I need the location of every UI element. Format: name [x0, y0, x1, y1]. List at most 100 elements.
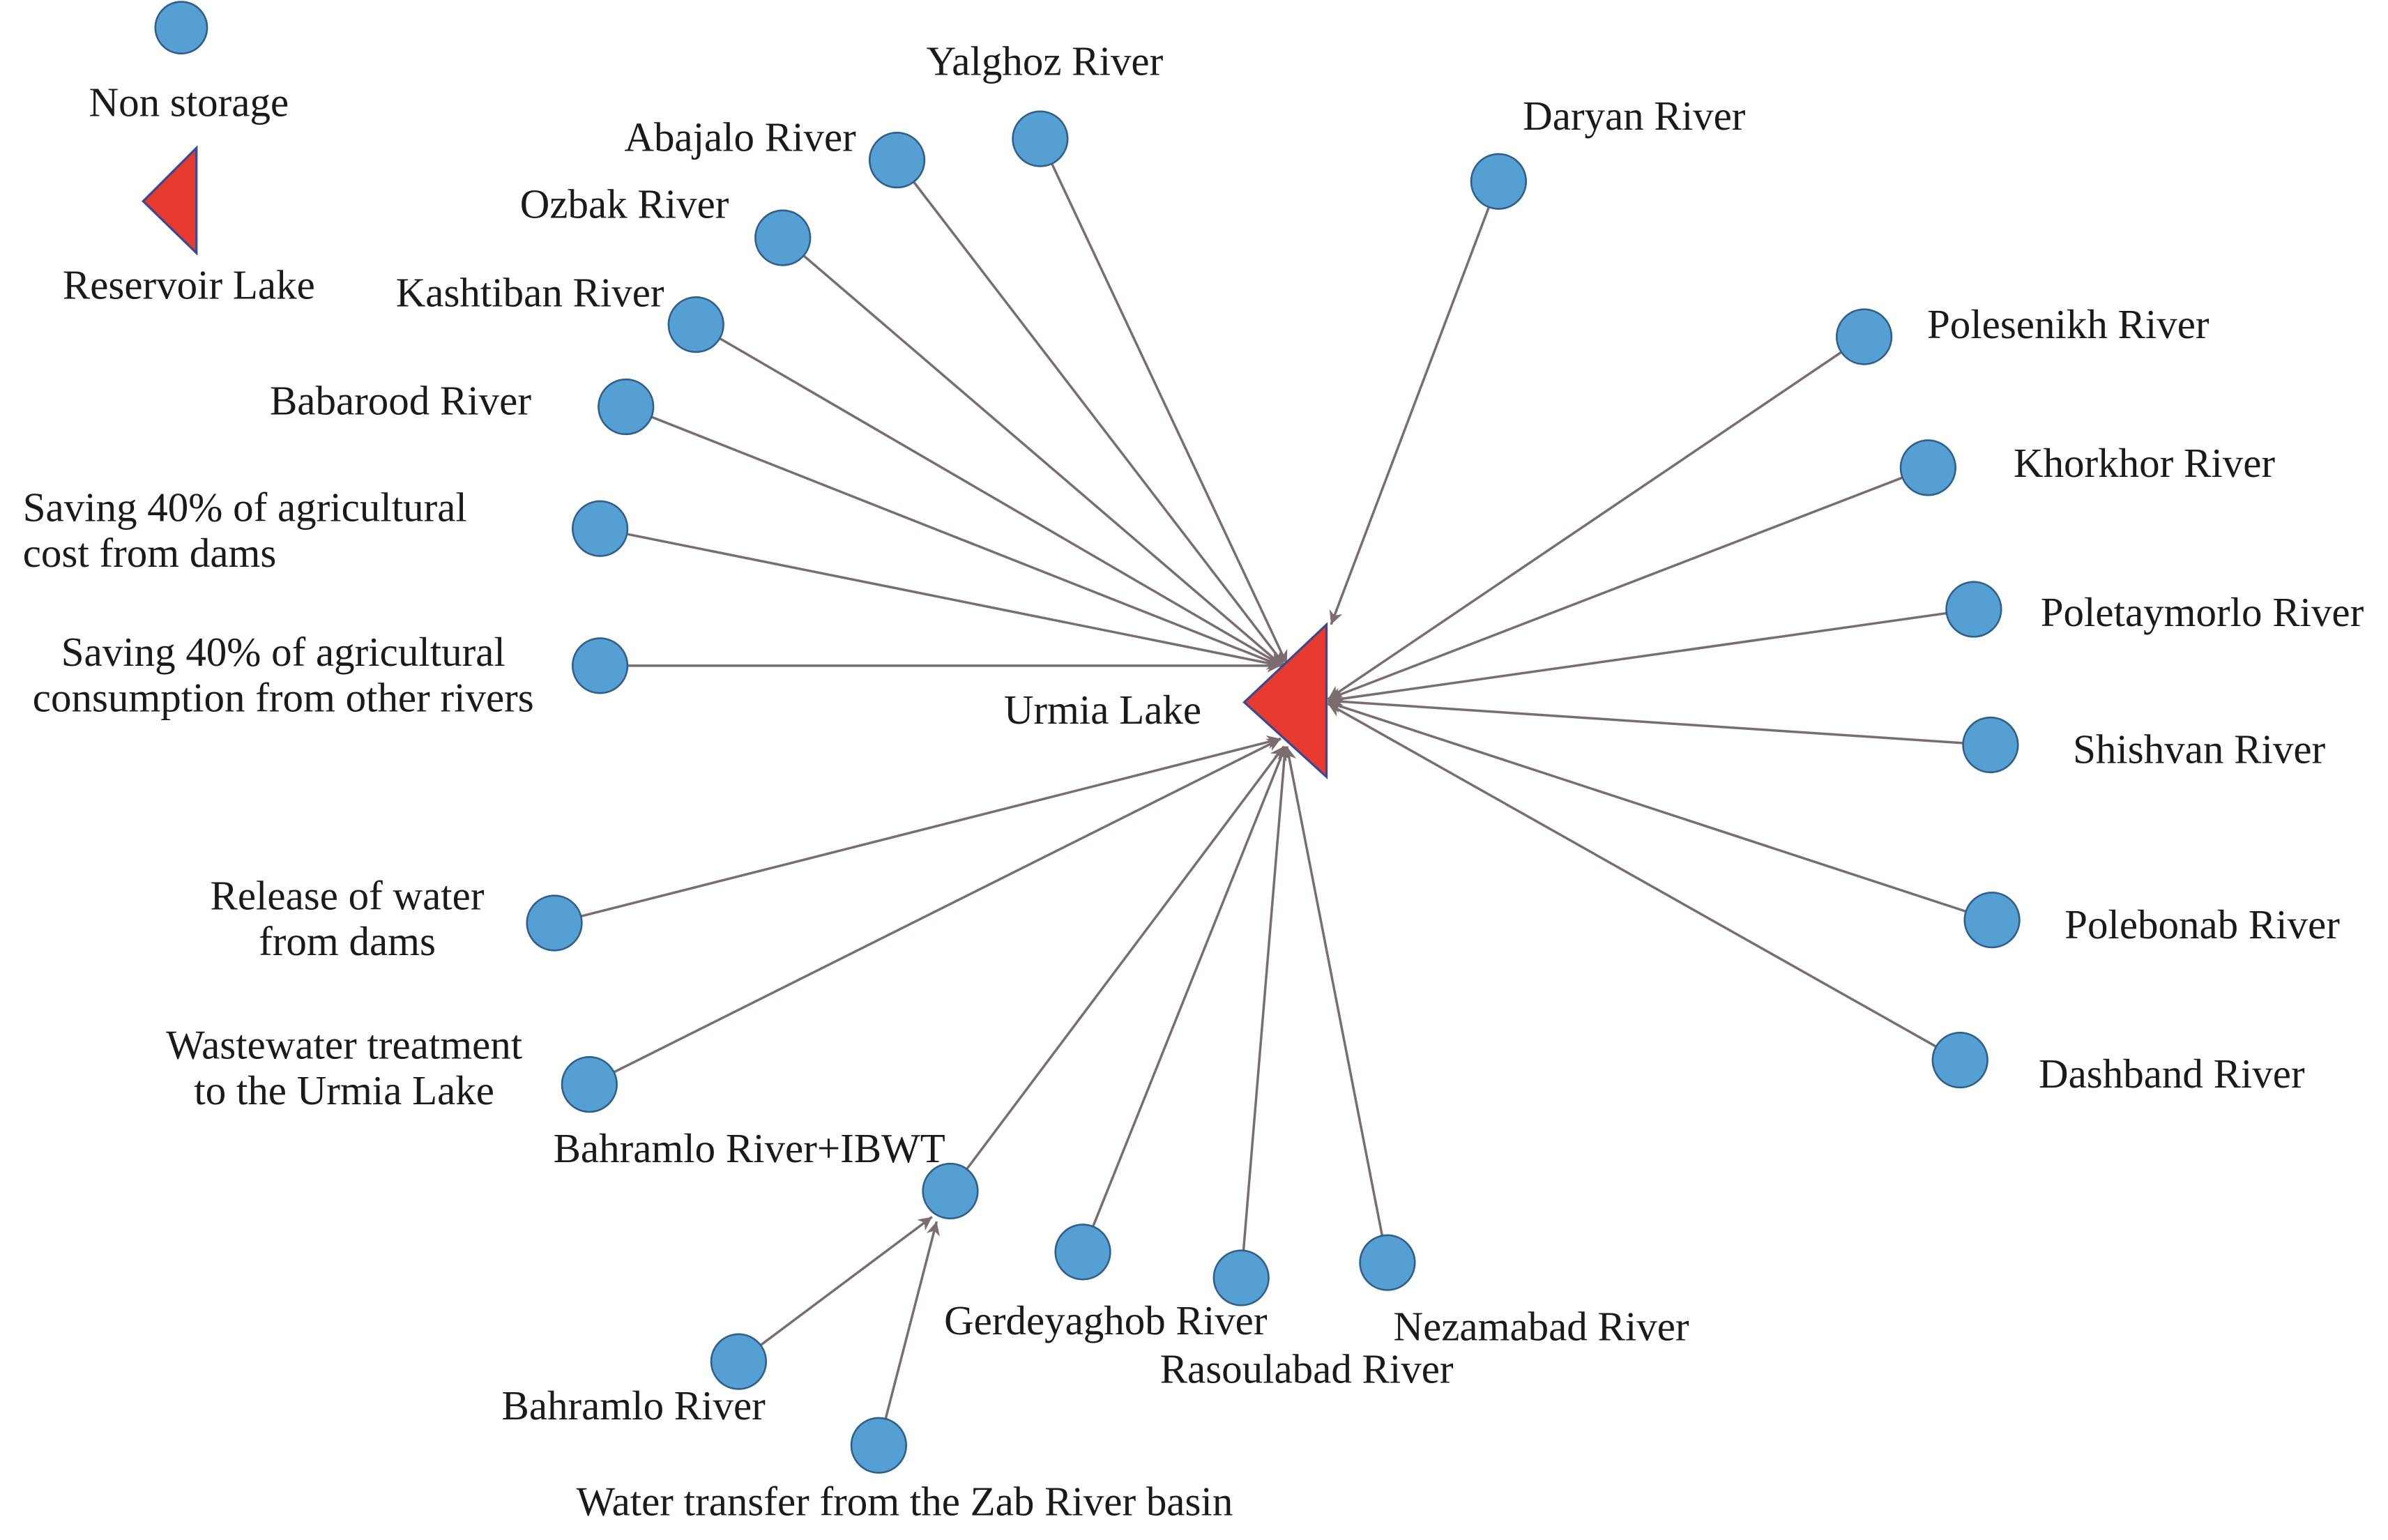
non-storage-node-icon — [1054, 1223, 1111, 1281]
node-polesenikh[interactable]: Polesenikh River — [1835, 301, 2210, 365]
non-storage-node-icon — [1835, 308, 1893, 365]
non-storage-node-icon — [561, 1055, 618, 1113]
non-storage-node-icon — [850, 1417, 907, 1474]
non-storage-node-icon — [571, 500, 629, 557]
node-label: Bahramlo River+IBWT — [554, 1125, 945, 1171]
edge-saving_cost-to-urmia — [626, 533, 1282, 670]
edge-wastewater-to-urmia — [613, 738, 1282, 1074]
non-storage-node-icon — [1962, 716, 2019, 774]
node-khorkhor[interactable]: Khorkhor River — [1899, 439, 2275, 496]
node-label: cost from dams — [23, 530, 277, 576]
node-ozbak[interactable]: Ozbak River — [520, 181, 812, 266]
node-label: Wastewater treatment — [166, 1021, 523, 1067]
node-label: Nezamabad River — [1393, 1304, 1689, 1350]
non-storage-node-icon — [922, 1162, 979, 1220]
node-label: Khorkhor River — [2014, 440, 2275, 486]
non-storage-node-icon — [1470, 153, 1527, 210]
node-label: Kashtiban River — [396, 269, 664, 315]
urmia-lake-label: Urmia Lake — [1004, 687, 1201, 733]
edge-yalghoz-to-urmia — [1051, 162, 1288, 665]
edge-kashtiban-to-urmia — [719, 337, 1284, 667]
node-label: Poletaymorlo River — [2041, 589, 2364, 635]
edge-babarood-to-urmia — [651, 416, 1282, 667]
node-label: Saving 40% of agricultural — [61, 629, 505, 675]
node-label: Yalghoz River — [927, 38, 1164, 84]
legend-reservoir-icon — [141, 145, 198, 256]
node-label: Release of water — [211, 872, 485, 918]
node-label: Gerdeyaghob River — [944, 1297, 1268, 1343]
non-storage-node-icon — [1212, 1249, 1270, 1306]
node-yalghoz[interactable]: Yalghoz River — [927, 38, 1164, 167]
edge-shishvan-to-urmia — [1328, 694, 1963, 745]
edge-nezamabad-to-urmia — [1282, 746, 1384, 1236]
node-kashtiban[interactable]: Kashtiban River — [396, 269, 724, 353]
edge-abajalo-to-urmia — [913, 181, 1285, 665]
node-label: Daryan River — [1523, 93, 1746, 139]
non-storage-node-icon — [1963, 892, 2021, 949]
node-dashband[interactable]: Dashband River — [1931, 1031, 2305, 1097]
node-label: Rasoulabad River — [1160, 1346, 1454, 1392]
edge-zab-to-ibwt — [884, 1221, 940, 1419]
node-label: Babarood River — [270, 377, 531, 423]
node-shishvan[interactable]: Shishvan River — [1962, 716, 2326, 774]
non-storage-node-icon — [598, 378, 655, 436]
node-abajalo[interactable]: Abajalo River — [624, 114, 926, 189]
non-storage-node-icon — [1931, 1031, 1988, 1089]
edge-poletaymorlo-to-urmia — [1328, 611, 1947, 706]
non-storage-node-icon — [868, 132, 926, 189]
reservoir-lake-icon — [1242, 622, 1328, 780]
node-label: consumption from other rivers — [33, 674, 534, 720]
node-label: Polesenikh River — [1927, 301, 2210, 347]
node-label: Ozbak River — [520, 181, 729, 227]
node-label: Dashband River — [2039, 1051, 2305, 1097]
edge-polesenikh-to-urmia — [1327, 351, 1843, 701]
node-label: Water transfer from the Zab River basin — [577, 1479, 1233, 1525]
node-bahramlo[interactable]: Bahramlo River — [502, 1333, 768, 1428]
edge-rasoulabad-to-urmia — [1242, 746, 1291, 1251]
node-rasoulabad[interactable]: Rasoulabad River — [1160, 1249, 1454, 1392]
non-storage-node-icon — [571, 637, 629, 694]
node-poletaymorlo[interactable]: Poletaymorlo River — [1945, 581, 2364, 638]
edge-khorkhor-to-urmia — [1328, 476, 1903, 701]
legend: Non storage Reservoir Lake — [63, 1, 315, 307]
node-ibwt[interactable]: Bahramlo River+IBWT — [554, 1125, 979, 1220]
node-label: Saving 40% of agricultural — [23, 484, 467, 530]
edge-gerdeyaghob-to-urmia — [1092, 745, 1287, 1227]
legend-non-storage-label: Non storage — [89, 79, 289, 125]
node-gerdeyaghob[interactable]: Gerdeyaghob River — [944, 1223, 1268, 1343]
non-storage-node-icon — [710, 1333, 768, 1390]
node-label: Abajalo River — [624, 114, 856, 160]
node-babarood[interactable]: Babarood River — [270, 377, 655, 436]
non-storage-node-icon — [1012, 110, 1069, 167]
legend-reservoir-label: Reservoir Lake — [63, 261, 315, 307]
node-zab[interactable]: Water transfer from the Zab River basin — [577, 1417, 1233, 1525]
node-label: Polebonab River — [2064, 901, 2340, 947]
edge-ibwt-to-urmia — [966, 745, 1285, 1171]
edges — [580, 162, 1967, 1419]
node-label: Shishvan River — [2073, 726, 2325, 772]
node-label: Bahramlo River — [502, 1382, 766, 1428]
urmia-lake[interactable]: Urmia Lake — [1004, 622, 1328, 780]
edge-release-to-urmia — [580, 735, 1282, 918]
node-label: from dams — [259, 918, 436, 964]
node-nezamabad[interactable]: Nezamabad River — [1359, 1234, 1689, 1350]
non-storage-node-icon — [754, 209, 812, 266]
legend-non-storage-icon — [154, 1, 208, 55]
non-storage-node-icon — [667, 296, 724, 353]
edge-bahramlo-to-ibwt — [759, 1216, 933, 1346]
non-storage-node-icon — [1945, 581, 2002, 638]
node-daryan[interactable]: Daryan River — [1470, 93, 1746, 210]
non-storage-node-icon — [1359, 1234, 1416, 1291]
edge-polebonab-to-urmia — [1328, 700, 1967, 913]
edge-daryan-to-urmia — [1329, 206, 1491, 625]
non-storage-node-icon — [526, 894, 583, 952]
edge-ozbak-to-urmia — [803, 254, 1284, 667]
edge-dashband-to-urmia — [1327, 702, 1937, 1048]
node-polebonab[interactable]: Polebonab River — [1963, 892, 2340, 949]
